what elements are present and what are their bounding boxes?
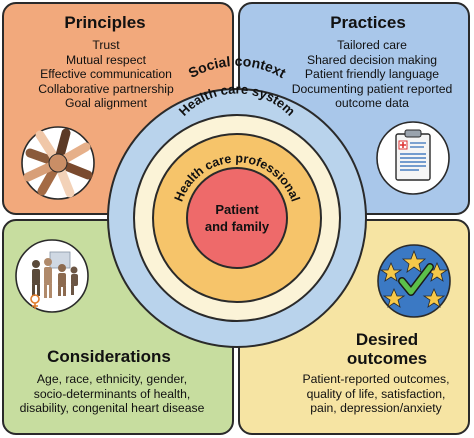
list-item: Patient friendly language (304, 67, 440, 82)
stars-checkmark-icon (377, 244, 451, 318)
practices-list: Tailored care Shared decision making Pat… (282, 38, 462, 111)
principles-list: Trust Mutual respect Effective communica… (15, 38, 197, 111)
list-item: socio-determinants of health, (33, 386, 191, 401)
practices-title: Practices (330, 13, 406, 32)
outcomes-title-line2: outcomes (346, 349, 428, 368)
outcomes-list: Patient-reported outcomes, quality of li… (284, 372, 468, 416)
list-item: Age, race, ethnicity, gender, (36, 372, 188, 386)
list-item: Collaborative partnership (38, 81, 174, 96)
list-item: pain, depression/anxiety (310, 401, 442, 416)
considerations-title: Considerations (47, 347, 171, 366)
list-item: Patient-reported outcomes, (302, 372, 450, 386)
family-label: and family (205, 219, 270, 234)
considerations-list: Age, race, ethnicity, gender, socio-dete… (8, 372, 216, 416)
list-item: outcome data (335, 96, 409, 111)
outcomes-title-line1: Desired (355, 330, 419, 349)
outcomes-title: Desired outcomes (322, 330, 452, 368)
diverse-people-icon (15, 239, 89, 313)
hands-together-icon (21, 126, 95, 200)
list-item: Trust (92, 38, 120, 52)
list-item: Effective communication (40, 67, 172, 82)
patient-and-family-circle (186, 167, 288, 269)
clipboard-icon (376, 121, 450, 195)
social-context-label: Social context (186, 53, 289, 81)
list-item: Documenting patient reported (291, 81, 453, 96)
list-item: Shared decision making (306, 52, 438, 67)
list-item: disability, congenital heart disease (19, 401, 205, 416)
list-item: quality of life, satisfaction, (306, 386, 446, 401)
list-item: Goal alignment (65, 96, 147, 111)
patient-label: Patient (215, 202, 259, 217)
list-item: Tailored care (337, 38, 407, 52)
principles-title: Principles (64, 13, 146, 32)
list-item: Mutual respect (66, 52, 146, 67)
